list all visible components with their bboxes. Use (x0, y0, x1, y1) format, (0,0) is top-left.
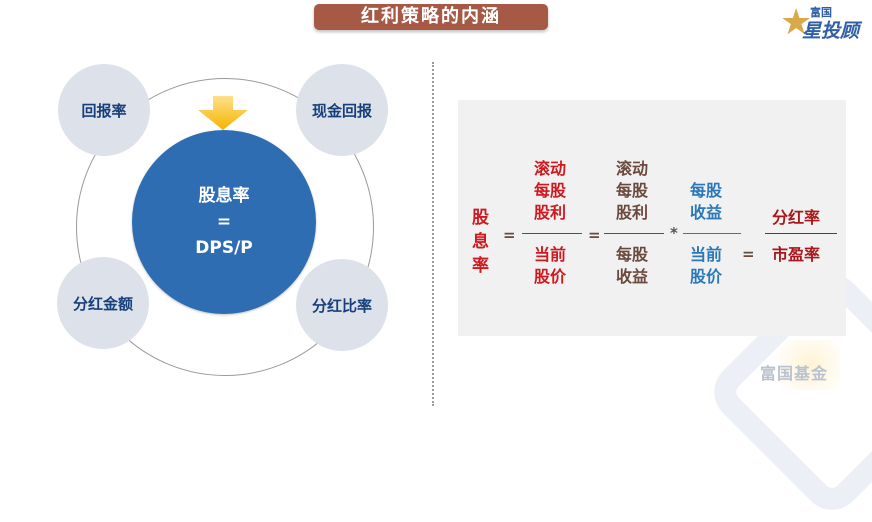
logo-main-text: 星投顾 (802, 20, 860, 42)
text: 当前 (690, 245, 723, 264)
text: 股利 (534, 203, 567, 222)
frac4-numerator: 分红率 (772, 207, 820, 229)
equals-1: = (503, 226, 516, 244)
lhs-char: 股 (472, 208, 489, 228)
node-label: 分红比率 (311, 296, 372, 315)
frac3-denominator: 当前 股价 (690, 244, 722, 288)
frac4-denominator: 市盈率 (772, 244, 820, 266)
text: 每股 (616, 245, 649, 264)
watermark-text: 富国基金 (760, 364, 829, 383)
multiply-sign: * (670, 224, 678, 242)
frac4-line (765, 233, 837, 234)
text: 滚动 (616, 159, 649, 178)
text: 股价 (690, 267, 723, 286)
equals-2: = (588, 226, 601, 244)
lhs-char: 率 (472, 256, 489, 276)
text: 收益 (616, 267, 649, 286)
frac3-numerator: 每股 收益 (690, 180, 722, 224)
watermark-glow (780, 340, 840, 390)
lhs-char: 息 (472, 232, 489, 252)
node-cash-return: 现金回报 (296, 64, 388, 156)
formula-panel (458, 100, 846, 336)
text: 股利 (616, 203, 649, 222)
node-payout-ratio: 分红比率 (296, 259, 388, 351)
node-label: 分红金额 (72, 294, 133, 313)
frac1-line (522, 233, 582, 234)
text: 收益 (690, 203, 723, 222)
frac2-numerator: 滚动 每股 股利 (616, 158, 648, 224)
node-label: 回报率 (81, 101, 127, 120)
logo-top-text: 富国 (810, 6, 832, 19)
frac1-numerator: 滚动 每股 股利 (534, 158, 566, 224)
outer-ring (76, 78, 374, 376)
text: 当前 (534, 245, 567, 264)
text: 市盈率 (772, 245, 821, 264)
text: 每股 (534, 181, 567, 200)
frac1-denominator: 当前 股价 (534, 244, 566, 288)
lhs-dividend-yield: 股 息 率 (472, 206, 489, 278)
frac2-denominator: 每股 收益 (616, 244, 648, 288)
slide-title: 红利策略的内涵 (314, 4, 548, 30)
equals-3: = (742, 245, 755, 263)
frac3-line (683, 233, 741, 234)
text: 股价 (534, 267, 567, 286)
down-arrow-icon (198, 96, 248, 130)
frac2-line (604, 233, 664, 234)
star-icon: ★ (780, 2, 813, 43)
dotted-divider (432, 62, 434, 406)
node-label: 现金回报 (311, 101, 372, 120)
node-return-rate: 回报率 (58, 64, 150, 156)
brand-logo: ★ 富国 星投顾 (780, 2, 870, 44)
core-equals: = (216, 212, 232, 232)
text: 每股 (690, 181, 723, 200)
text: 滚动 (534, 159, 567, 178)
text: 分红率 (772, 208, 821, 227)
text: 每股 (616, 181, 649, 200)
core-formula: DPS/P (195, 238, 253, 258)
core-title: 股息率 (198, 186, 250, 206)
dividend-yield-core: 股息率 = DPS/P (132, 130, 316, 314)
node-dividend-amount: 分红金额 (57, 257, 149, 349)
